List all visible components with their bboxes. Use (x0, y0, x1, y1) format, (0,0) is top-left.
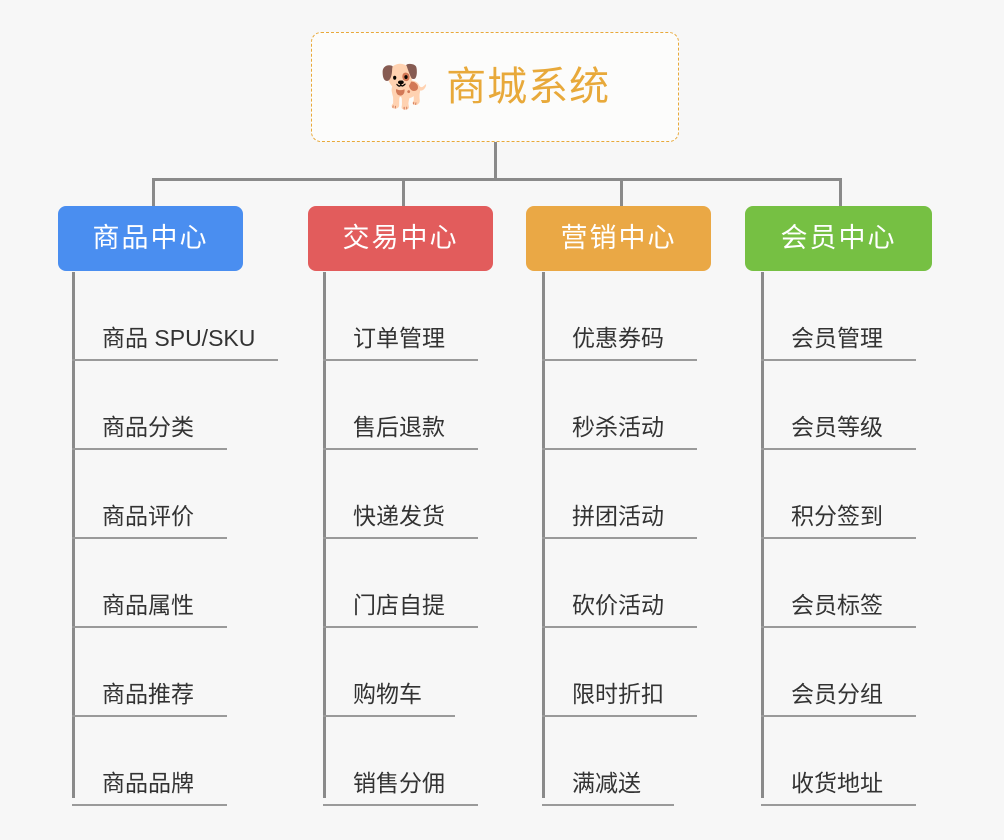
leaf-item[interactable]: 门店自提 (323, 539, 478, 628)
leaf-item-label: 商品属性 (102, 592, 194, 619)
leaf-item-label: 销售分佣 (353, 770, 445, 797)
leaf-item[interactable]: 商品推荐 (72, 628, 227, 717)
leaf-item-label: 售后退款 (353, 414, 445, 441)
leaf-item-label: 会员等级 (791, 414, 883, 441)
leaf-item[interactable]: 商品分类 (72, 361, 227, 450)
drop-connector-1 (152, 178, 155, 206)
leaf-item-label: 购物车 (353, 681, 422, 708)
leaf-item-label: 商品品牌 (102, 770, 194, 797)
leaf-item-label: 优惠券码 (572, 325, 664, 352)
leaf-item-label: 限时折扣 (572, 681, 664, 708)
category-header-label: 会员中心 (780, 223, 897, 253)
category-header-label: 交易中心 (342, 223, 459, 253)
leaf-trunk-connector (761, 272, 764, 798)
leaf-trunk-connector (542, 272, 545, 798)
leaf-item[interactable]: 优惠券码 (542, 272, 697, 361)
leaf-item-label: 商品分类 (102, 414, 194, 441)
leaf-item-label: 快递发货 (353, 503, 445, 530)
leaf-item[interactable]: 商品评价 (72, 450, 227, 539)
category-header-2[interactable]: 交易中心 (308, 206, 493, 271)
leaf-item-label: 订单管理 (353, 325, 445, 352)
leaf-trunk-connector (72, 272, 75, 798)
leaf-item[interactable]: 收货地址 (761, 717, 916, 806)
leaf-item[interactable]: 售后退款 (323, 361, 478, 450)
leaf-item[interactable]: 会员等级 (761, 361, 916, 450)
leaf-trunk-connector (323, 272, 326, 798)
leaf-item[interactable]: 商品品牌 (72, 717, 227, 806)
leaf-item[interactable]: 积分签到 (761, 450, 916, 539)
leaf-item-label: 商品推荐 (102, 681, 194, 708)
root-title: 商城系统 (446, 65, 611, 109)
category-header-label: 营销中心 (560, 223, 677, 253)
leaf-item[interactable]: 砍价活动 (542, 539, 697, 628)
shiba-inu-icon: 🐕 (379, 63, 433, 110)
leaf-item[interactable]: 购物车 (323, 628, 455, 717)
leaf-item[interactable]: 订单管理 (323, 272, 478, 361)
leaf-item[interactable]: 会员标签 (761, 539, 916, 628)
leaf-item[interactable]: 限时折扣 (542, 628, 697, 717)
root-stem-connector (494, 142, 497, 180)
leaf-item[interactable]: 满减送 (542, 717, 674, 806)
leaf-item[interactable]: 会员管理 (761, 272, 916, 361)
leaf-item-label: 秒杀活动 (572, 414, 664, 441)
leaf-item-label: 砍价活动 (572, 592, 664, 619)
root-node[interactable]: 🐕 商城系统 (311, 32, 679, 142)
leaf-item[interactable]: 销售分佣 (323, 717, 478, 806)
leaf-item-label: 拼团活动 (572, 503, 664, 530)
leaf-item-label: 商品评价 (102, 503, 194, 530)
leaf-item-label: 会员标签 (791, 592, 883, 619)
leaf-item-label: 满减送 (572, 770, 641, 797)
leaf-item-label: 会员管理 (791, 325, 883, 352)
leaf-item-label: 门店自提 (353, 592, 445, 619)
drop-connector-3 (620, 178, 623, 206)
leaf-item[interactable]: 拼团活动 (542, 450, 697, 539)
drop-connector-2 (402, 178, 405, 206)
leaf-item-label: 积分签到 (791, 503, 883, 530)
category-header-3[interactable]: 营销中心 (526, 206, 711, 271)
leaf-item[interactable]: 秒杀活动 (542, 361, 697, 450)
leaf-item[interactable]: 会员分组 (761, 628, 916, 717)
leaf-item-label: 会员分组 (791, 681, 883, 708)
leaf-item-label: 收货地址 (791, 770, 883, 797)
category-header-4[interactable]: 会员中心 (745, 206, 932, 271)
leaf-item[interactable]: 快递发货 (323, 450, 478, 539)
category-header-1[interactable]: 商品中心 (58, 206, 243, 271)
category-header-label: 商品中心 (92, 223, 209, 253)
horizontal-bus-connector (152, 178, 842, 181)
leaf-item[interactable]: 商品 SPU/SKU (72, 272, 278, 361)
drop-connector-4 (839, 178, 842, 206)
leaf-item[interactable]: 商品属性 (72, 539, 227, 628)
leaf-item-label: 商品 SPU/SKU (102, 325, 256, 352)
